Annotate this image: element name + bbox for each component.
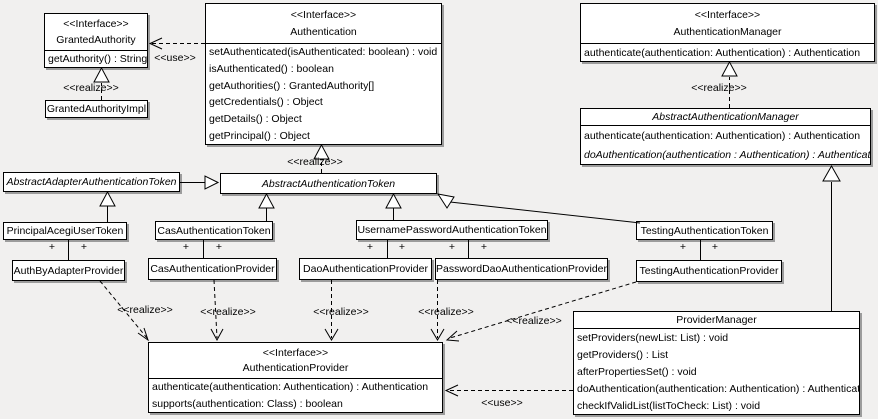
class-grantedauthorityimpl[interactable]: GrantedAuthorityImpl: [45, 100, 148, 118]
method: getPrincipal() : Object: [209, 129, 310, 142]
class-casauthenticationprovider[interactable]: CasAuthenticationProvider: [148, 258, 277, 280]
generalization-edge-abstractadaptertoken: [180, 175, 220, 190]
method: isAuthenticated() : boolean: [209, 63, 334, 75]
class-usernamepasswordauthenticationtoken[interactable]: UsernamePasswordAuthenticationToken: [356, 220, 548, 240]
class-name: PrincipalAcegiUserToken: [6, 225, 124, 237]
realize-label: <<realize>>: [418, 306, 474, 318]
use-label: <<use>>: [154, 52, 196, 64]
method: supports(authentication: Class) : boolea…: [152, 397, 343, 410]
class-name: TestingAuthenticationProvider: [639, 265, 779, 277]
association-plus: +: [679, 241, 687, 253]
generalization-edge-testingauthenticationtoken: [436, 193, 641, 224]
generalization-edge-principalacegiusertoken: [99, 190, 116, 222]
class-abstractauthenticationmanager[interactable]: AbstractAuthenticationManager authentica…: [580, 108, 871, 165]
stereotype-label: <<Interface>>: [262, 346, 329, 359]
class-name: CasAuthenticationProvider: [150, 263, 275, 275]
association-plus: +: [480, 241, 488, 253]
realize-label: <<realize>>: [117, 304, 173, 316]
stereotype-label: <<Interface>>: [63, 18, 129, 30]
class-principalacegiusertoken[interactable]: PrincipalAcegiUserToken: [3, 222, 127, 240]
class-header: <<Interface>> GrantedAuthority: [45, 14, 147, 50]
association-plus: +: [215, 241, 223, 253]
class-name: AbstractAuthenticationToken: [261, 177, 396, 190]
association-plus: +: [448, 241, 456, 253]
realize-label: <<realize>>: [691, 82, 747, 94]
class-name: Authentication: [290, 26, 357, 38]
class-name: DaoAuthenticationProvider: [303, 263, 428, 275]
realize-label: <<realize>>: [63, 82, 119, 94]
generalization-edge-casauthenticationtoken: [258, 192, 275, 221]
class-authentication[interactable]: <<Interface>> Authentication setAuthenti…: [205, 3, 442, 145]
method: afterPropertiesSet() : void: [577, 365, 697, 378]
class-name: CasAuthenticationToken: [157, 224, 271, 237]
method: setProviders(newList: List) : void: [577, 331, 729, 344]
use-edge-providermanager-authenticationprovider: [444, 384, 573, 397]
class-name: GrantedAuthorityImpl: [46, 103, 147, 115]
association-plus: +: [366, 241, 374, 253]
compartment-divider: [45, 50, 147, 51]
use-label: <<use>>: [481, 397, 523, 409]
method: getAuthority() : String: [48, 53, 147, 65]
association-plus: +: [711, 241, 719, 253]
association-plus: +: [80, 241, 88, 253]
class-casauthenticationtoken[interactable]: CasAuthenticationToken: [155, 221, 273, 240]
generalization-edge-usernamepasswordtoken: [385, 192, 402, 220]
class-name: AuthenticationProvider: [242, 362, 349, 375]
method: getDetails() : Object: [209, 113, 302, 126]
realize-label: <<realize>>: [313, 306, 369, 318]
class-header: AbstractAuthenticationManager: [581, 109, 870, 125]
method: setAuthenticated(isAuthenticated: boolea…: [209, 46, 438, 59]
class-header: <<Interface>> AuthenticationProvider: [149, 343, 442, 378]
generalization-edge-providermanager: [822, 164, 841, 311]
class-name: AuthByAdapterProvider: [13, 264, 124, 277]
class-authenticationmanager[interactable]: <<Interface>> AuthenticationManager auth…: [580, 3, 875, 62]
compartment-divider: [574, 328, 859, 329]
class-header: ProviderManager: [574, 312, 859, 328]
method: checkIfValidList(listToCheck: List) : vo…: [577, 399, 761, 412]
method: authenticate(authentication: Authenticat…: [584, 129, 861, 142]
method: getProviders() : List: [577, 348, 669, 361]
method: getCredentials() : Object: [209, 96, 323, 109]
class-name: AbstractAuthenticationManager: [652, 111, 799, 123]
use-edge-authentication-grantedauthority: [148, 37, 205, 50]
class-authenticationprovider[interactable]: <<Interface>> AuthenticationProvider aut…: [148, 342, 443, 413]
method: doAuthentication(authentication : Authen…: [584, 148, 870, 161]
class-passworddaoauthenticationprovider[interactable]: PasswordDaoAuthenticationProvider: [435, 258, 608, 280]
class-grantedauthority[interactable]: <<Interface>> GrantedAuthority getAuthor…: [44, 13, 148, 68]
stereotype-label: <<Interface>>: [694, 9, 761, 21]
association-plus: +: [182, 241, 190, 253]
method: authenticate(authentication: Authenticat…: [584, 46, 861, 59]
class-name: TestingAuthenticationToken: [640, 224, 769, 237]
class-abstractauthenticationtoken[interactable]: AbstractAuthenticationToken: [220, 173, 437, 194]
class-header: <<Interface>> AuthenticationManager: [581, 4, 874, 43]
compartment-divider: [206, 43, 441, 44]
class-name: UsernamePasswordAuthenticationToken: [357, 224, 547, 236]
realize-label: <<realize>>: [506, 315, 562, 327]
class-providermanager[interactable]: ProviderManager setProviders(newList: Li…: [573, 311, 860, 415]
realize-label: <<realize>>: [287, 156, 343, 168]
association-plus: +: [48, 241, 56, 253]
compartment-divider: [581, 125, 870, 126]
class-name: PasswordDaoAuthenticationProvider: [436, 263, 608, 275]
stereotype-label: <<Interface>>: [290, 9, 357, 21]
class-name: ProviderManager: [676, 314, 757, 326]
class-abstractadapterauthenticationtoken[interactable]: AbstractAdapterAuthenticationToken: [3, 172, 180, 192]
class-daoauthenticationprovider[interactable]: DaoAuthenticationProvider: [299, 258, 432, 280]
compartment-divider: [581, 43, 874, 44]
class-testingauthenticationtoken[interactable]: TestingAuthenticationToken: [636, 221, 773, 240]
class-name: GrantedAuthority: [56, 34, 136, 46]
class-header: <<Interface>> Authentication: [206, 4, 441, 43]
association-plus: +: [398, 241, 406, 253]
method: doAuthentication(authentication: Authent…: [577, 382, 859, 395]
compartment-divider: [149, 378, 442, 379]
method: getAuthorities() : GrantedAuthority[]: [209, 79, 375, 92]
realize-label: <<realize>>: [200, 306, 256, 318]
class-authbyadapterprovider[interactable]: AuthByAdapterProvider: [12, 260, 125, 281]
class-name: AuthenticationManager: [673, 26, 782, 38]
method: authenticate(authentication: Authenticat…: [152, 381, 429, 394]
class-testingauthenticationprovider[interactable]: TestingAuthenticationProvider: [636, 260, 782, 282]
class-name: AbstractAdapterAuthenticationToken: [6, 176, 177, 188]
